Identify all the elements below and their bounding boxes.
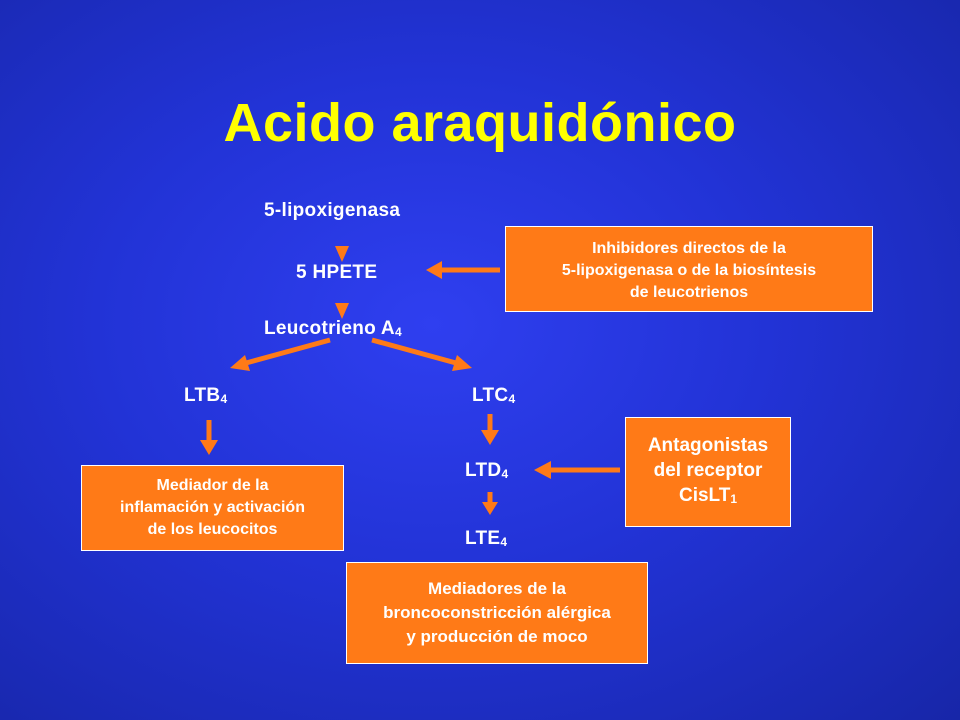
box-mediador-line-3: de los leucocitos [147,521,278,538]
box-antagonistas-line-2: del receptor [653,459,763,481]
node-lte-label: LTE [465,528,501,549]
arrow-inhibidores-to-hpete [426,261,442,279]
box-antagonistas-line-1: Antagonistas [647,434,769,456]
node-ltd-subscript: 4 [501,467,509,481]
arrow-ltc-down-head [481,430,499,445]
box-inhibidores-line-3: de leucotrienos [629,284,749,301]
box-mediador-line-2: inflamación y activación [120,499,305,516]
node-ltd4: LTD4 [465,460,508,482]
node-5-hpete-label: 5 HPETE [296,262,378,283]
node-lte4: LTE4 [465,528,507,550]
arrow-lipoxigenasa-to-hpete [335,246,349,262]
arrow-ltb-down-head [200,440,218,455]
box-mediadores-line-2: broncoconstricción alérgica [383,603,611,622]
box-inhibidores: Inhibidores directos de la 5-lipoxigenas… [505,226,873,312]
arrow-to-ltb-head [230,355,250,371]
arrow-ltd-down-head [482,502,498,515]
node-5-hpete: 5 HPETE [296,262,377,284]
node-5-lipoxigenasa-label: 5-lipoxigenasa [264,200,401,221]
slide-title: Acido araquidónico [223,93,737,153]
node-lte-subscript: 4 [500,535,508,549]
box-antagonistas-cislt: CisLT [678,484,731,506]
node-ltb-subscript: 4 [220,392,228,406]
box-inhibidores-line-1: Inhibidores directos de la [592,240,786,257]
box-mediador: Mediador de la inflamación y activación … [81,465,344,551]
node-ltb-label: LTB [184,385,221,406]
box-mediador-line-1: Mediador de la [156,477,269,494]
arrow-to-ltb-shaft [245,337,331,366]
node-leucotrieno-a4: Leucotrieno A4 [264,318,402,340]
node-ltd-label: LTD [465,460,502,481]
node-ltc-label: LTC [472,385,509,406]
arrow-to-ltc-shaft [371,337,457,366]
box-mediadores-line-1: Mediadores de la [428,579,566,598]
node-leucotrieno-label: Leucotrieno A [264,318,395,339]
node-leucotrieno-subscript: 4 [394,325,402,339]
arrow-antagonistas-to-ltd [534,461,551,479]
arrow-hpete-to-leucotrieno [335,303,349,319]
box-inhibidores-line-2: 5-lipoxigenasa o de la biosíntesis [561,262,817,279]
box-mediadores-line-3: y producción de moco [406,627,588,646]
node-ltb4: LTB4 [184,385,227,407]
box-antagonistas-subscript: 1 [730,491,738,506]
arrow-to-ltc-head [452,355,472,371]
box-antagonistas: Antagonistas del receptor CisLT1 [625,417,791,527]
node-ltc-subscript: 4 [508,392,516,406]
box-mediadores: Mediadores de la broncoconstricción alér… [346,562,648,664]
node-5-lipoxigenasa: 5-lipoxigenasa [264,200,400,222]
node-ltc4: LTC4 [472,385,515,407]
box-antagonistas-line-3: CisLT1 [626,483,790,512]
